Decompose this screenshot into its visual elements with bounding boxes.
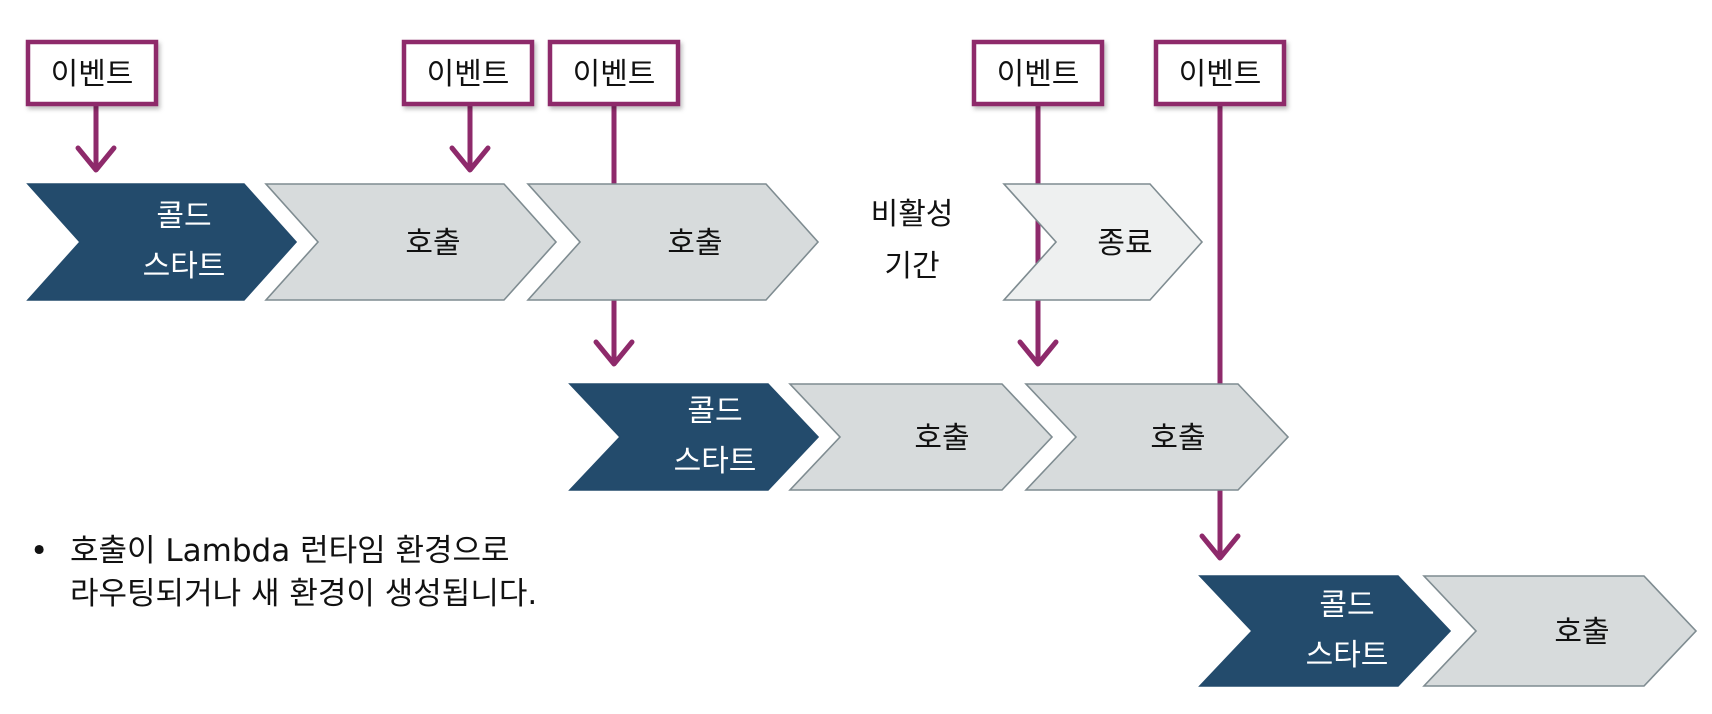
- invoke-chevron: [1422, 575, 1698, 687]
- invoke-chevron: [1024, 383, 1290, 491]
- chevron-label: 호출: [405, 226, 460, 261]
- chevron-label: 종료: [1097, 226, 1152, 261]
- event-box: [1153, 39, 1287, 107]
- idle-period-label: 기간: [884, 249, 939, 284]
- idle-period-label: 비활성: [871, 197, 954, 232]
- invoke-chevron: [788, 383, 1054, 491]
- cold-start-chevron: [1198, 575, 1452, 687]
- invoke-chevron: [264, 183, 558, 301]
- event-arrow: [449, 104, 491, 173]
- cold-start-chevron: [26, 183, 298, 301]
- chevron-label: 콜드: [687, 394, 742, 429]
- shutdown-chevron: [1002, 183, 1204, 301]
- chevron-label: 호출: [1554, 615, 1609, 650]
- event-arrow: [75, 104, 117, 173]
- event-box: [547, 39, 681, 107]
- event-label: 이벤트: [997, 57, 1080, 92]
- chevron-label: 호출: [1150, 421, 1205, 456]
- chevron-label: 스타트: [143, 249, 226, 284]
- event-label: 이벤트: [51, 57, 134, 92]
- invoke-chevron: [526, 183, 820, 301]
- note-bullet: •: [30, 533, 48, 569]
- event-label: 이벤트: [1179, 57, 1262, 92]
- event-box: [401, 39, 535, 107]
- chevron-label: 콜드: [1319, 588, 1374, 623]
- event-label: 이벤트: [573, 57, 656, 92]
- event-box: [971, 39, 1105, 107]
- event-label: 이벤트: [427, 57, 510, 92]
- chevron-label: 스타트: [1306, 638, 1389, 673]
- chevron-label: 콜드: [156, 199, 211, 234]
- chevron-label: 호출: [914, 421, 969, 456]
- chevron-label: 호출: [667, 226, 722, 261]
- cold-start-chevron: [568, 383, 820, 491]
- event-arrow: [1017, 104, 1059, 367]
- explanation-note: • 호출이 Lambda 런타임 환경으로 라우팅되거나 새 환경이 생성됩니다…: [30, 528, 730, 622]
- note-line-2: 라우팅되거나 새 환경이 생성됩니다.: [70, 576, 537, 612]
- chevron-label: 스타트: [674, 444, 757, 479]
- note-line-1: 호출이 Lambda 런타임 환경으로: [70, 533, 510, 569]
- event-box: [25, 39, 159, 107]
